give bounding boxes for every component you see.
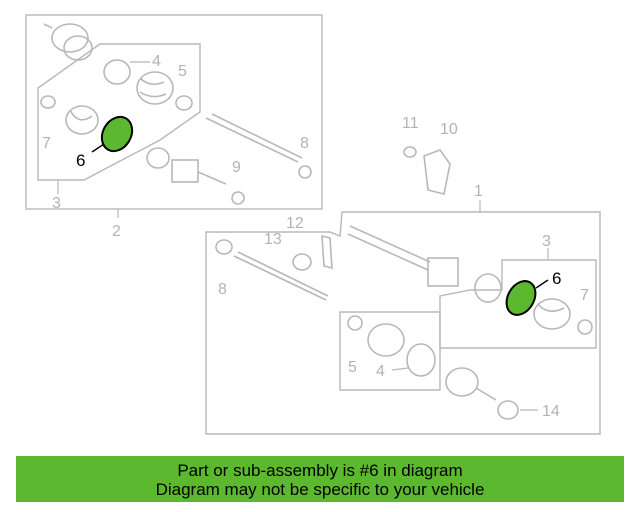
callout-12: 12 (286, 215, 304, 232)
bearing-13 (292, 253, 312, 271)
callout-6-left: 6 (76, 151, 85, 170)
callout-5-left: 5 (178, 63, 187, 80)
callout-1: 1 (474, 183, 483, 200)
callout-8-right: 8 (218, 281, 227, 298)
callout-4-left: 4 (152, 53, 161, 70)
boot-right (533, 298, 571, 330)
bracket-12 (321, 234, 333, 270)
callout-7-left: 7 (42, 135, 51, 152)
callout-2: 2 (112, 223, 121, 240)
callout-11: 11 (402, 115, 419, 132)
clamp-7-right (577, 319, 593, 335)
boot-left (136, 71, 174, 105)
clamp-9 (231, 191, 245, 205)
clamp-large-left (103, 59, 131, 85)
shaft-left (205, 113, 303, 163)
leader-6-left (91, 143, 105, 153)
nut-right (474, 273, 502, 303)
clamp-small-left (175, 95, 193, 111)
assembly-boot-frame (339, 311, 441, 391)
part-6-right-highlight (505, 280, 537, 316)
assembly-3-left-frame (37, 43, 201, 181)
assembly-1-frame (205, 211, 601, 435)
boot-4-right (367, 323, 405, 357)
callout-3-right: 3 (542, 233, 551, 250)
clamp-5-right (347, 315, 363, 331)
assembly-2-frame (25, 14, 323, 210)
callout-5-right: 5 (348, 359, 357, 376)
inner-boot-left (65, 105, 99, 135)
callout-10: 10 (440, 121, 458, 138)
parts-diagram: 2 3 4 5 7 6 8 9 11 10 1 12 13 8 3 6 7 5 … (25, 14, 601, 435)
callout-13: 13 (264, 231, 282, 248)
callout-14: 14 (542, 403, 560, 420)
clamp-8-left (298, 165, 312, 179)
callout-4-right: 4 (376, 363, 385, 380)
outer-cv-joint-left (43, 23, 93, 61)
shaft-8-right (215, 239, 329, 301)
leader-6-right (535, 279, 549, 289)
callout-3-left: 3 (52, 195, 61, 212)
shaft-right (347, 225, 459, 287)
leader-4-right (391, 367, 409, 371)
bracket-10 (423, 149, 451, 195)
inner-cv-joint-left (171, 159, 227, 185)
clamp-4-right (406, 343, 436, 377)
callout-7-right: 7 (580, 287, 589, 304)
banner-line-2: Diagram may not be specific to your vehi… (155, 480, 485, 499)
callout-6-right: 6 (552, 269, 561, 288)
info-banner: Part or sub-assembly is #6 in diagram Di… (16, 456, 624, 502)
banner-line-1: Part or sub-assembly is #6 in diagram (177, 461, 463, 480)
nut-14 (497, 400, 519, 420)
callout-9: 9 (232, 159, 241, 176)
callout-8-left: 8 (300, 135, 309, 152)
outer-cv-joint-right (445, 367, 497, 401)
part-6-left-highlight (100, 115, 134, 153)
nut-left (146, 147, 170, 169)
clamp-7-left (40, 95, 56, 109)
bolt-11 (403, 146, 417, 158)
